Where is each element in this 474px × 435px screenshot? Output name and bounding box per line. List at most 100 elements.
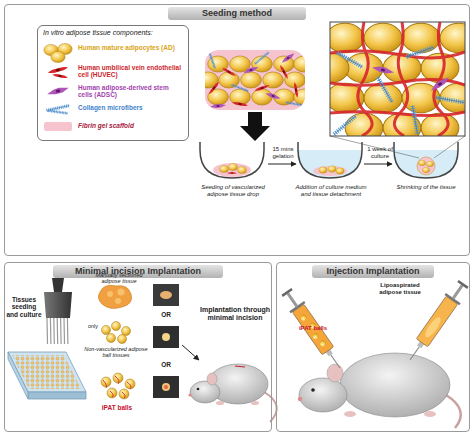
mouse: [188, 364, 276, 422]
mouse: [264, 392, 277, 422]
legend-icon: [51, 51, 65, 62]
zoom-inset: [330, 22, 465, 136]
tissue-drop: [286, 102, 304, 105]
tissue-drop: [208, 81, 220, 95]
mouse: [299, 378, 347, 412]
well-plate: [8, 352, 86, 392]
culture-well: [394, 142, 458, 178]
annotation-label: Shrinking of the tissue: [388, 184, 464, 191]
syringe: [287, 293, 299, 308]
mouse: [235, 366, 245, 367]
culture-well: [422, 167, 429, 173]
legend-text: Human adipose-derived stem cells (ADSC): [78, 84, 184, 99]
tissue-drop: [210, 104, 226, 108]
tissue-sample: [113, 373, 123, 383]
culture-well: [336, 168, 344, 174]
photo-thumbnail: [153, 284, 199, 398]
annotation-label: Lipoaspirated adipose tissue: [372, 282, 428, 296]
photo-thumbnail: [153, 376, 179, 398]
annotation-label: Tissues seeding and culture: [6, 296, 42, 318]
mouse: [340, 353, 450, 417]
culture-well: [213, 163, 251, 177]
tissue-drop: [280, 52, 296, 64]
photo-thumbnail: [153, 284, 179, 306]
photo-thumbnail: [153, 326, 179, 348]
syringe: [281, 288, 292, 297]
annotation-label: OR: [153, 311, 179, 318]
tissue-sample: [122, 327, 131, 336]
annotation-label: 15 mins gelation: [266, 146, 300, 160]
mouse: [298, 353, 461, 428]
tissue-drop: [209, 52, 215, 69]
zoom-inset: [402, 23, 440, 52]
well-plate: [28, 392, 86, 399]
multichannel-pipette: [53, 318, 55, 344]
tissue-drop: [255, 52, 269, 64]
legend-icon: [44, 43, 72, 113]
annotation-label: Seeding of vascularized adipose tissue d…: [192, 184, 274, 198]
syringe: [452, 285, 464, 300]
mouse: [311, 388, 315, 392]
mouse: [327, 364, 343, 382]
tissue-drop: [294, 56, 305, 72]
legend-icon: [47, 66, 68, 75]
tissue-drop: [254, 84, 270, 92]
tissue-drop: [198, 50, 315, 141]
legend-icon: [48, 111, 68, 114]
zoom-inset: [372, 63, 395, 76]
syringe: [299, 314, 307, 322]
well-plate: [8, 352, 86, 399]
tissue-drop: [241, 72, 262, 88]
culture-well: [200, 142, 264, 178]
tissue-drop: [293, 82, 299, 98]
mouse: [207, 373, 217, 385]
mouse: [344, 411, 356, 417]
zoom-inset: [330, 22, 465, 136]
well-plate: [8, 352, 28, 399]
tissue-sample: [118, 289, 125, 296]
photo-thumbnail: [160, 291, 172, 299]
annotation-label: Implantation through minimal incision: [200, 306, 270, 322]
annotation-label: 1 week of culture: [362, 146, 398, 160]
annotation-label: Non-vascularized adipose ball tissues: [80, 346, 152, 359]
tissue-sample: [115, 298, 121, 304]
tissue-sample: [107, 291, 113, 297]
annotation-label: iPAT balls: [94, 404, 140, 411]
culture-well: [313, 166, 347, 176]
zoom-inset: [345, 113, 383, 136]
culture-well: [319, 167, 327, 173]
culture-well: [426, 161, 433, 167]
culture-well: [227, 172, 237, 174]
syringe: [279, 286, 347, 373]
multichannel-pipette: [67, 318, 69, 344]
syringe: [423, 315, 443, 339]
mouse: [424, 411, 436, 417]
syringe: [410, 347, 419, 360]
tissue-drop: [265, 91, 281, 102]
mouse: [298, 397, 302, 401]
multichannel-pipette: [44, 278, 72, 344]
culture-well: [328, 166, 336, 172]
zoom-inset: [378, 78, 392, 103]
syringe: [331, 355, 340, 368]
tissue-drop: [221, 67, 236, 77]
culture-well: [220, 166, 229, 173]
zoom-inset: [364, 23, 402, 52]
legend-text: Human mature adipocytes (AD): [78, 44, 184, 51]
tissue-sample: [98, 285, 131, 308]
syringe: [289, 301, 305, 313]
tissue-sample: [98, 285, 135, 399]
culture-well: [417, 157, 435, 175]
tissue-sample: [107, 334, 116, 343]
legend-text: Collagen microfibers: [78, 104, 184, 111]
photo-thumbnail: [162, 333, 170, 341]
tissue-drop: [240, 112, 270, 141]
culture-well: [364, 164, 392, 165]
zoom-inset: [440, 23, 465, 52]
tissue-drop: [232, 101, 248, 107]
tissue-drop: [232, 85, 249, 91]
panel-heading: Injection Implantation: [312, 265, 433, 278]
culture-well: [200, 136, 465, 178]
